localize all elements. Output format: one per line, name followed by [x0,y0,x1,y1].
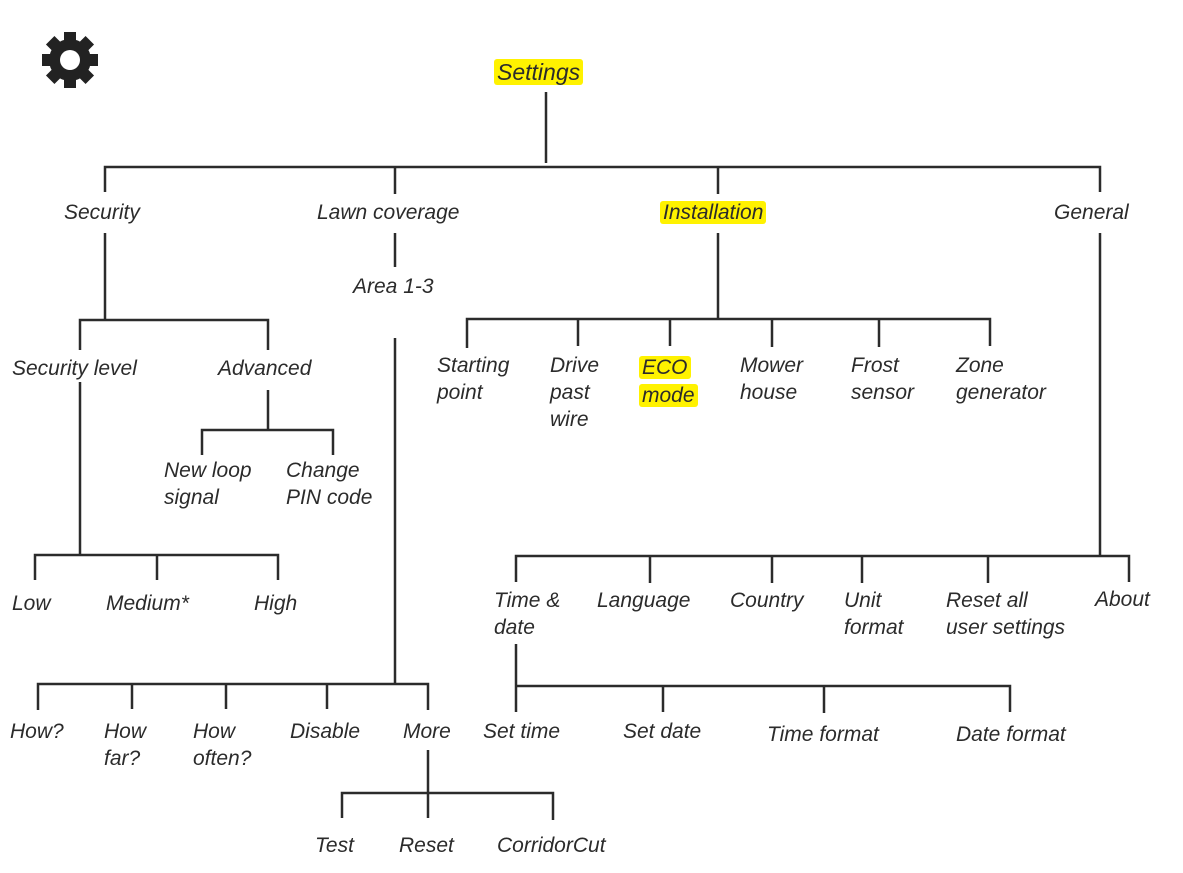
node-reset-all: Reset all user settings [946,589,1066,639]
node-change-pin: Change PIN code [286,459,373,509]
node-time-format: Time format [767,723,879,746]
node-advanced: Advanced [218,357,312,380]
node-how: How? [10,720,64,743]
node-more: More [403,720,451,743]
node-eco-mode: ECO mode [639,354,698,410]
settings-root: Settings [494,59,584,85]
node-unit-format: Unit format [844,589,904,639]
node-mower-house: Mower house [740,354,804,404]
node-how-often: How often? [193,720,252,770]
node-frost-sensor: Frost sensor [851,354,915,404]
node-reset: Reset [399,834,454,857]
node-test: Test [315,834,354,857]
node-drive-past-wire: Drive past wire [550,354,600,431]
node-general: General [1054,201,1129,224]
node-high: High [254,592,298,615]
node-installation: Installation [660,201,767,224]
node-time-date: Time & date [494,589,561,639]
node-security-level: Security level [12,357,137,380]
node-set-time: Set time [483,720,561,743]
node-date-format: Date format [956,723,1066,746]
node-set-date: Set date [623,720,702,743]
gear-icon [42,32,98,88]
node-corridorcut: CorridorCut [497,834,606,857]
node-new-loop-signal: New loop signal [164,459,252,509]
node-medium: Medium* [106,592,189,615]
node-about: About [1095,588,1150,611]
node-low: Low [12,592,51,615]
node-area: Area 1-3 [353,275,434,298]
node-zone-generator: Zone generator [956,354,1046,404]
node-language: Language [597,589,691,612]
node-lawn-coverage: Lawn coverage [317,201,460,224]
node-how-far: How far? [104,720,147,770]
node-disable: Disable [290,720,361,743]
node-security: Security [64,201,140,224]
node-starting-point: Starting point [437,354,510,404]
node-country: Country [730,589,804,612]
